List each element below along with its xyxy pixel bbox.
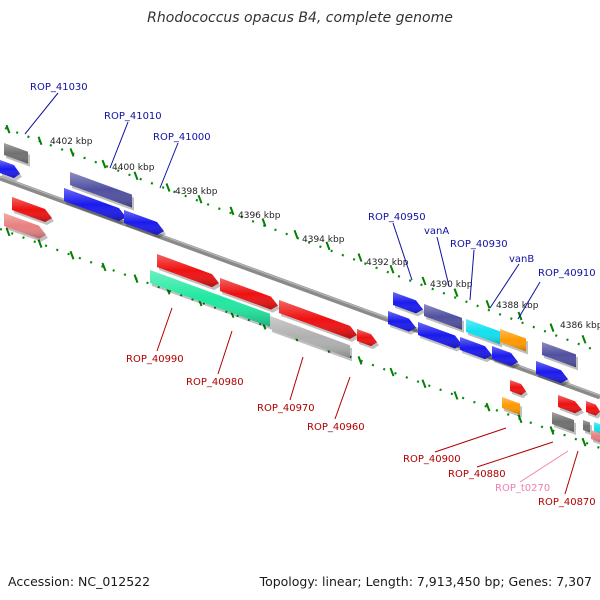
- scale-tick: [5, 227, 11, 237]
- scale-tick: [453, 391, 459, 400]
- gene-label-rop-40980[interactable]: ROP_40980: [186, 377, 244, 388]
- scale-tick: [229, 206, 235, 216]
- gene-vanb[interactable]: [500, 329, 528, 355]
- genome-stats-text: Topology: linear; Length: 7,913,450 bp; …: [259, 574, 592, 589]
- scale-label-4400: 4400 kbp: [112, 163, 155, 173]
- gene-label-rop-40950[interactable]: ROP_40950: [368, 212, 426, 223]
- scale-tick: [549, 426, 555, 435]
- scale-tick: [261, 218, 267, 227]
- gene-label-rop-40900[interactable]: ROP_40900: [403, 454, 461, 465]
- scale-tick: [197, 194, 203, 204]
- map-title: Rhodococcus opacus B4, complete genome: [147, 10, 453, 26]
- scale-tick: [581, 437, 587, 447]
- gene-label-vana[interactable]: vanA: [424, 226, 449, 237]
- scale-tick: [325, 241, 331, 251]
- gene-blue-vana-below[interactable]: [418, 322, 464, 352]
- gene-label-rop-41010[interactable]: ROP_41010: [104, 111, 162, 122]
- gene-label-rop-40960[interactable]: ROP_40960: [307, 422, 365, 433]
- gene-label-rop-40970[interactable]: ROP_40970: [257, 403, 315, 414]
- scale-tick: [133, 274, 139, 283]
- gene-labels-reverse: ROP_40990 ROP_40980 ROP_40970 ROP_40960 …: [126, 354, 596, 508]
- scale-label-4394: 4394 kbp: [302, 235, 345, 245]
- gene-label-vanb[interactable]: vanB: [509, 254, 534, 265]
- scale-tick: [549, 323, 555, 333]
- gene-blue-vanb-below[interactable]: [492, 346, 520, 369]
- gene-rop-40910[interactable]: [542, 342, 578, 371]
- gene-rop-40880[interactable]: [552, 412, 576, 436]
- gene-rop-41010[interactable]: [70, 172, 134, 211]
- gene-red-40990-top[interactable]: [157, 254, 221, 291]
- scale-tick: [37, 239, 43, 248]
- gene-rop-41030[interactable]: [4, 143, 30, 167]
- scale-label-4386: 4386 kbp: [560, 321, 600, 331]
- scale-tick: [357, 356, 363, 365]
- scale-labels: 4402 kbp 4400 kbp 4398 kbp 4396 kbp 4394…: [50, 137, 600, 331]
- gene-label-rop-40880[interactable]: ROP_40880: [448, 469, 506, 480]
- scale-label-4390: 4390 kbp: [430, 280, 473, 290]
- gene-label-rop-40910[interactable]: ROP_40910: [538, 268, 596, 279]
- gene-red-small[interactable]: [510, 380, 528, 399]
- gene-blue-edge-left[interactable]: [0, 160, 22, 182]
- gene-label-rop-41000[interactable]: ROP_41000: [153, 132, 211, 143]
- gene-rop-40980[interactable]: [220, 278, 280, 313]
- scale-label-4402: 4402 kbp: [50, 137, 93, 147]
- gene-label-rop-t0270[interactable]: ROP_t0270: [495, 483, 550, 494]
- gene-red-40970-top[interactable]: [279, 300, 359, 342]
- gene-labels-forward: ROP_41030 ROP_41010 ROP_41000 ROP_40950 …: [30, 82, 596, 279]
- gene-label-rop-41030[interactable]: ROP_41030: [30, 82, 88, 93]
- scale-label-4396: 4396 kbp: [238, 211, 281, 221]
- scale-label-4398: 4398 kbp: [175, 187, 218, 197]
- scale-tick: [165, 183, 171, 192]
- gene-rop-40950[interactable]: [393, 292, 425, 317]
- scale-tick: [453, 288, 459, 297]
- scale-tick: [293, 229, 299, 239]
- scale-tick: [581, 334, 587, 344]
- scale-tick: [485, 402, 491, 412]
- gene-label-rop-40870[interactable]: ROP_40870: [538, 497, 596, 508]
- gene-red-left[interactable]: [12, 197, 54, 226]
- gene-blue-40910-below[interactable]: [536, 361, 570, 387]
- gene-gray-edge[interactable]: [583, 420, 592, 436]
- scale-tick: [69, 250, 75, 260]
- scale-tick: [357, 253, 363, 262]
- scale-tick: [389, 264, 395, 274]
- scale-tick: [485, 299, 491, 309]
- scale-label-4388: 4388 kbp: [496, 301, 539, 311]
- scale-tick: [5, 124, 11, 134]
- scale-tick: [421, 379, 427, 389]
- gene-blue-40930-below[interactable]: [460, 337, 494, 363]
- gene-rop-40930[interactable]: [466, 319, 502, 348]
- gene-red-edge[interactable]: [586, 401, 600, 419]
- map-layer: 4402 kbp 4400 kbp 4398 kbp 4396 kbp 4394…: [0, 82, 600, 508]
- scale-tick: [421, 276, 427, 286]
- scale-tick: [133, 171, 139, 181]
- scale-tick: [101, 262, 107, 272]
- gene-label-rop-40930[interactable]: ROP_40930: [450, 239, 508, 250]
- gene-rop-t0270[interactable]: [591, 430, 600, 445]
- gene-features: [0, 143, 600, 445]
- scale-label-4392: 4392 kbp: [366, 258, 409, 268]
- gene-red-right[interactable]: [558, 395, 584, 417]
- scale-tick: [69, 148, 75, 157]
- gene-pink-left[interactable]: [4, 213, 48, 242]
- gene-blue-41010-below[interactable]: [64, 188, 128, 225]
- scale-tick: [389, 367, 395, 377]
- gene-blue-40950-below[interactable]: [388, 311, 418, 335]
- gene-rop-40960[interactable]: [357, 329, 379, 350]
- gene-rop-40990[interactable]: [150, 270, 272, 330]
- label-leader-lines: [24, 92, 579, 495]
- gene-vana[interactable]: [424, 304, 464, 333]
- scale-line-top: [4, 126, 600, 354]
- gene-rop-41000[interactable]: [124, 210, 166, 239]
- gene-label-rop-40990[interactable]: ROP_40990: [126, 354, 184, 365]
- scale-tick: [517, 414, 523, 424]
- gene-rop-40970[interactable]: [270, 316, 352, 362]
- scale-tick: [37, 136, 43, 146]
- accession-text: Accession: NC_012522: [8, 574, 150, 589]
- gene-rop-40900[interactable]: [502, 397, 522, 418]
- scale-tick: [101, 159, 107, 169]
